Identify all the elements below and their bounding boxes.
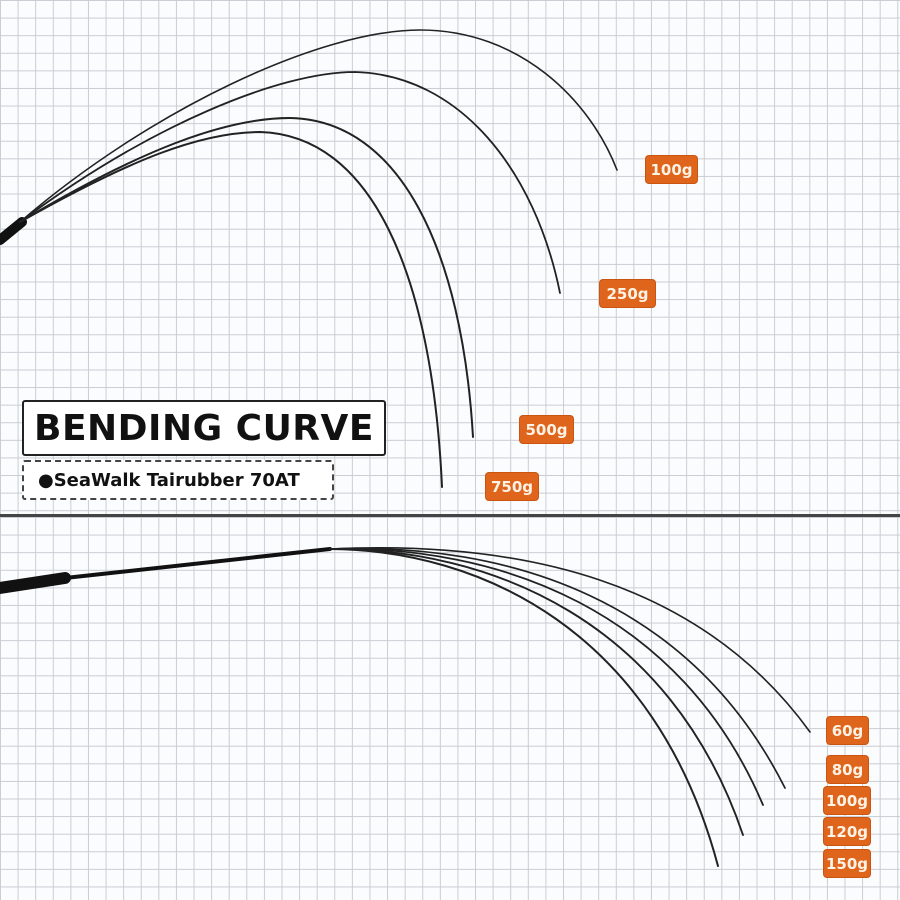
curve-100g (19, 29, 618, 223)
load-label-80g: 80g (827, 756, 868, 783)
curve-120g (329, 548, 744, 836)
load-label-250g: 250g (600, 280, 655, 307)
rod-handle-top (0, 217, 27, 245)
curve-60g (329, 547, 811, 733)
rod-butt-bottom (63, 547, 332, 580)
load-label-60g: 60g (827, 717, 868, 744)
product-name: ●SeaWalk Tairubber 70AT (22, 460, 334, 500)
load-label-750g: 750g (486, 473, 538, 500)
load-label-500g: 500g (520, 416, 573, 443)
load-label-100g: 100g (646, 156, 697, 183)
bottom-bending-grid (0, 517, 900, 900)
load-label-150g: 150g (824, 850, 870, 877)
curve-80g (329, 547, 786, 789)
load-label-100g-bottom: 100g (824, 787, 870, 814)
chart-title: BENDING CURVE (22, 400, 386, 456)
load-label-120g: 120g (824, 818, 870, 845)
panel-divider (0, 514, 900, 517)
curve-500g (19, 116, 474, 438)
rod-handle-bottom (0, 572, 71, 594)
curve-100g-bottom (329, 547, 764, 806)
curve-750g (19, 130, 443, 488)
curve-150g (329, 548, 719, 867)
curve-250g (19, 71, 561, 294)
